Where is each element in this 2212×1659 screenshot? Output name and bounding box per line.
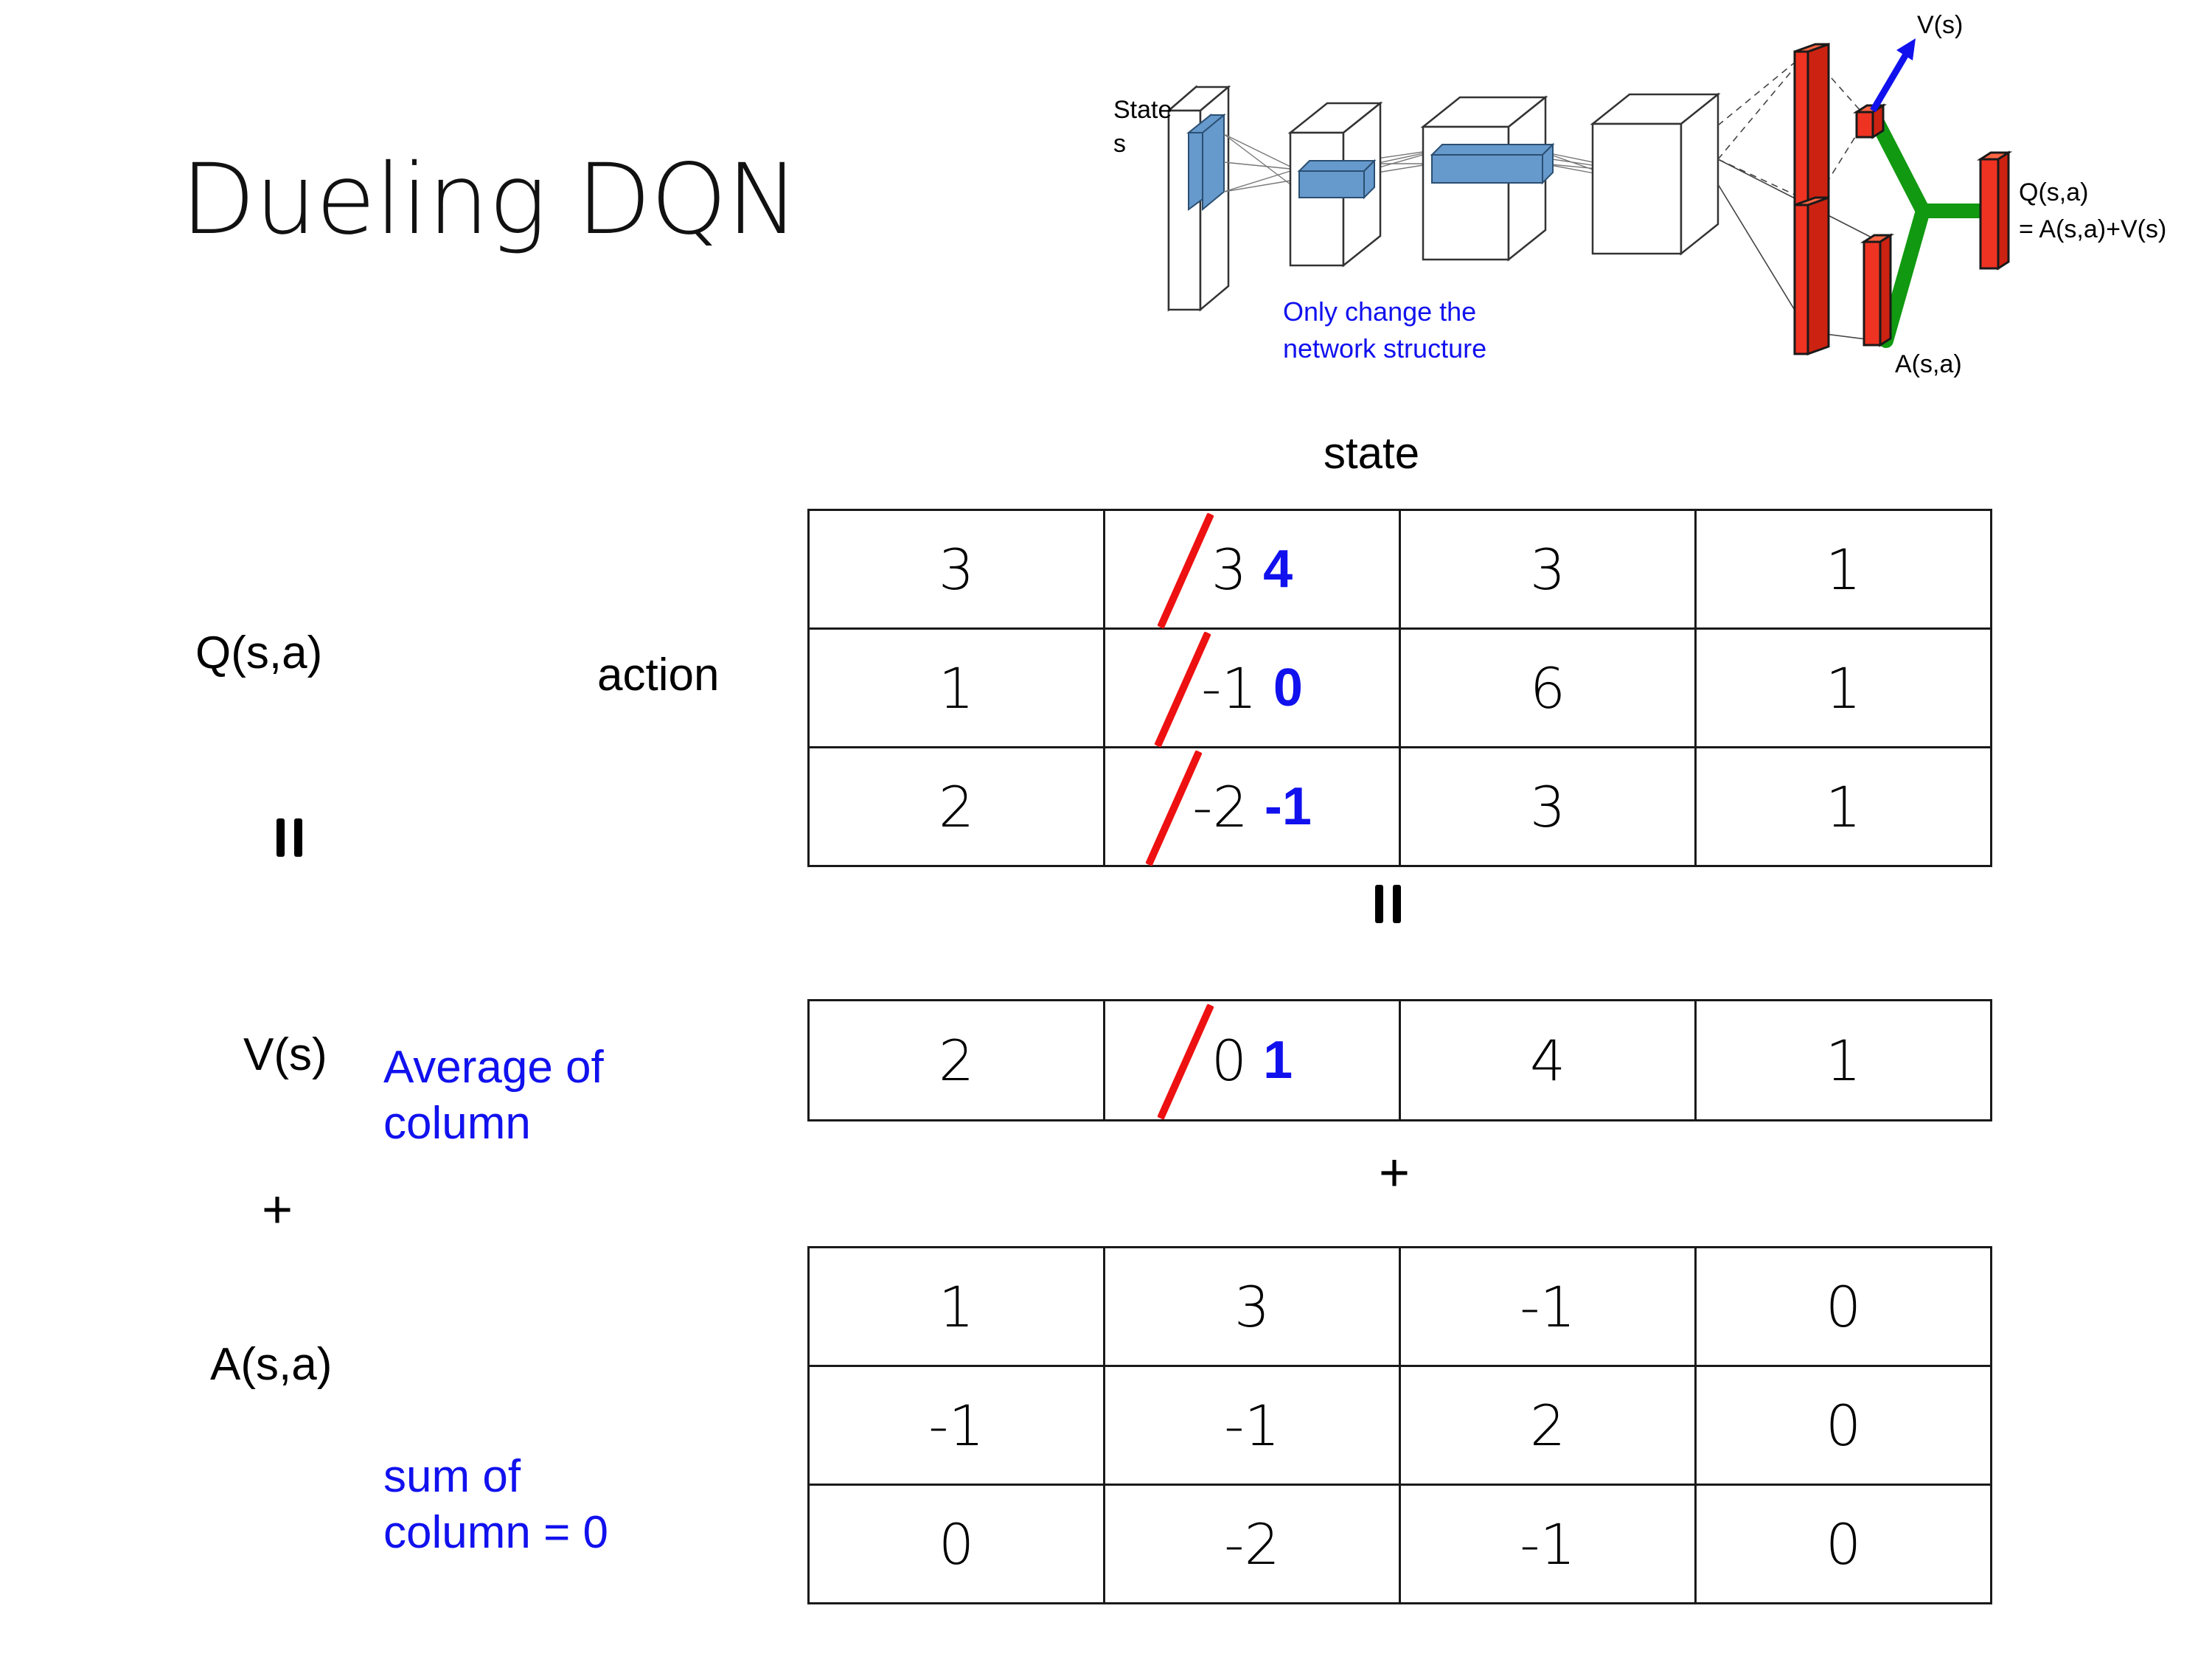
diagram-q-output-line1: Q(s,a) <box>2019 178 2088 206</box>
table-cell: -2 <box>1103 1484 1401 1604</box>
struck-value: -1 <box>1154 630 1257 748</box>
dueling-network-diagram: State s V(s) A(s,a) Q(s,a) = A(s,a)+V(s)… <box>1106 7 2205 391</box>
table-cell: 4 <box>1399 999 1697 1121</box>
table-cell: 2 <box>807 999 1105 1121</box>
action-axis-label: action <box>597 650 720 700</box>
table-cell: 0 <box>807 1484 1105 1604</box>
table-cell: 1 <box>1694 999 1992 1121</box>
table-cell: 1 <box>1694 746 1992 867</box>
plus-sign-left: + <box>262 1180 293 1239</box>
strikethrough-icon <box>1154 630 1211 748</box>
diagram-v-output: V(s) <box>1917 11 1963 39</box>
plus-sign-middle: + <box>1379 1144 1411 1203</box>
table-cell: 6 <box>1399 627 1697 748</box>
table-cell: -1 <box>1399 1246 1697 1367</box>
struck-value: 3 <box>1157 512 1247 629</box>
state-axis-label: state <box>1324 428 1420 478</box>
table-cell: 0 <box>1694 1365 1992 1486</box>
table-cell: 0 <box>1694 1484 1992 1604</box>
table-cell: 3 <box>1399 746 1697 867</box>
struck-value: -2 <box>1145 749 1248 866</box>
table-cell: 1 <box>1694 509 1992 630</box>
table-cell: 1 <box>807 627 1105 748</box>
table-cell: 3 <box>1399 509 1697 630</box>
equals-sign-left <box>269 818 310 857</box>
diagram-state-sublabel: s <box>1113 130 1126 158</box>
q-matrix-label: Q(s,a) <box>195 627 323 678</box>
diagram-q-output-line2: = A(s,a)+V(s) <box>2019 215 2166 243</box>
table-cell: -1 <box>1399 1484 1697 1604</box>
diagram-state-label: State <box>1113 96 1172 124</box>
table-cell: 2 <box>807 746 1105 867</box>
struck-value: 0 <box>1157 1003 1247 1120</box>
corrected-value: 0 <box>1273 658 1303 717</box>
table-cell: 1 <box>807 1246 1105 1367</box>
table-cell: -1 0 <box>1103 627 1401 748</box>
table-cell: 3 <box>807 509 1105 630</box>
table-cell: -1 <box>1103 1365 1401 1486</box>
table-cell: 2 <box>1399 1365 1697 1486</box>
table-cell: -2 -1 <box>1103 746 1401 867</box>
diagram-a-output: A(s,a) <box>1895 350 1962 378</box>
v-vector-label: V(s) <box>243 1029 327 1080</box>
corrected-value: -1 <box>1264 777 1312 836</box>
corrected-value: 1 <box>1263 1031 1293 1090</box>
equals-sign-middle <box>1368 885 1409 923</box>
table-cell: 3 <box>1103 1246 1401 1367</box>
table-cell: 1 <box>1694 627 1992 748</box>
diagram-note-line1: Only change the <box>1283 296 1476 327</box>
table-cell: 0 <box>1694 1246 1992 1367</box>
corrected-value: 4 <box>1263 540 1293 599</box>
table-cell: -1 <box>807 1365 1105 1486</box>
a-matrix-label: A(s,a) <box>210 1339 333 1390</box>
diagram-note-line2: network structure <box>1283 333 1486 364</box>
page-title: Dueling DQN <box>181 143 799 257</box>
strikethrough-icon <box>1145 749 1203 866</box>
strikethrough-icon <box>1157 1003 1214 1120</box>
strikethrough-icon <box>1157 512 1214 629</box>
